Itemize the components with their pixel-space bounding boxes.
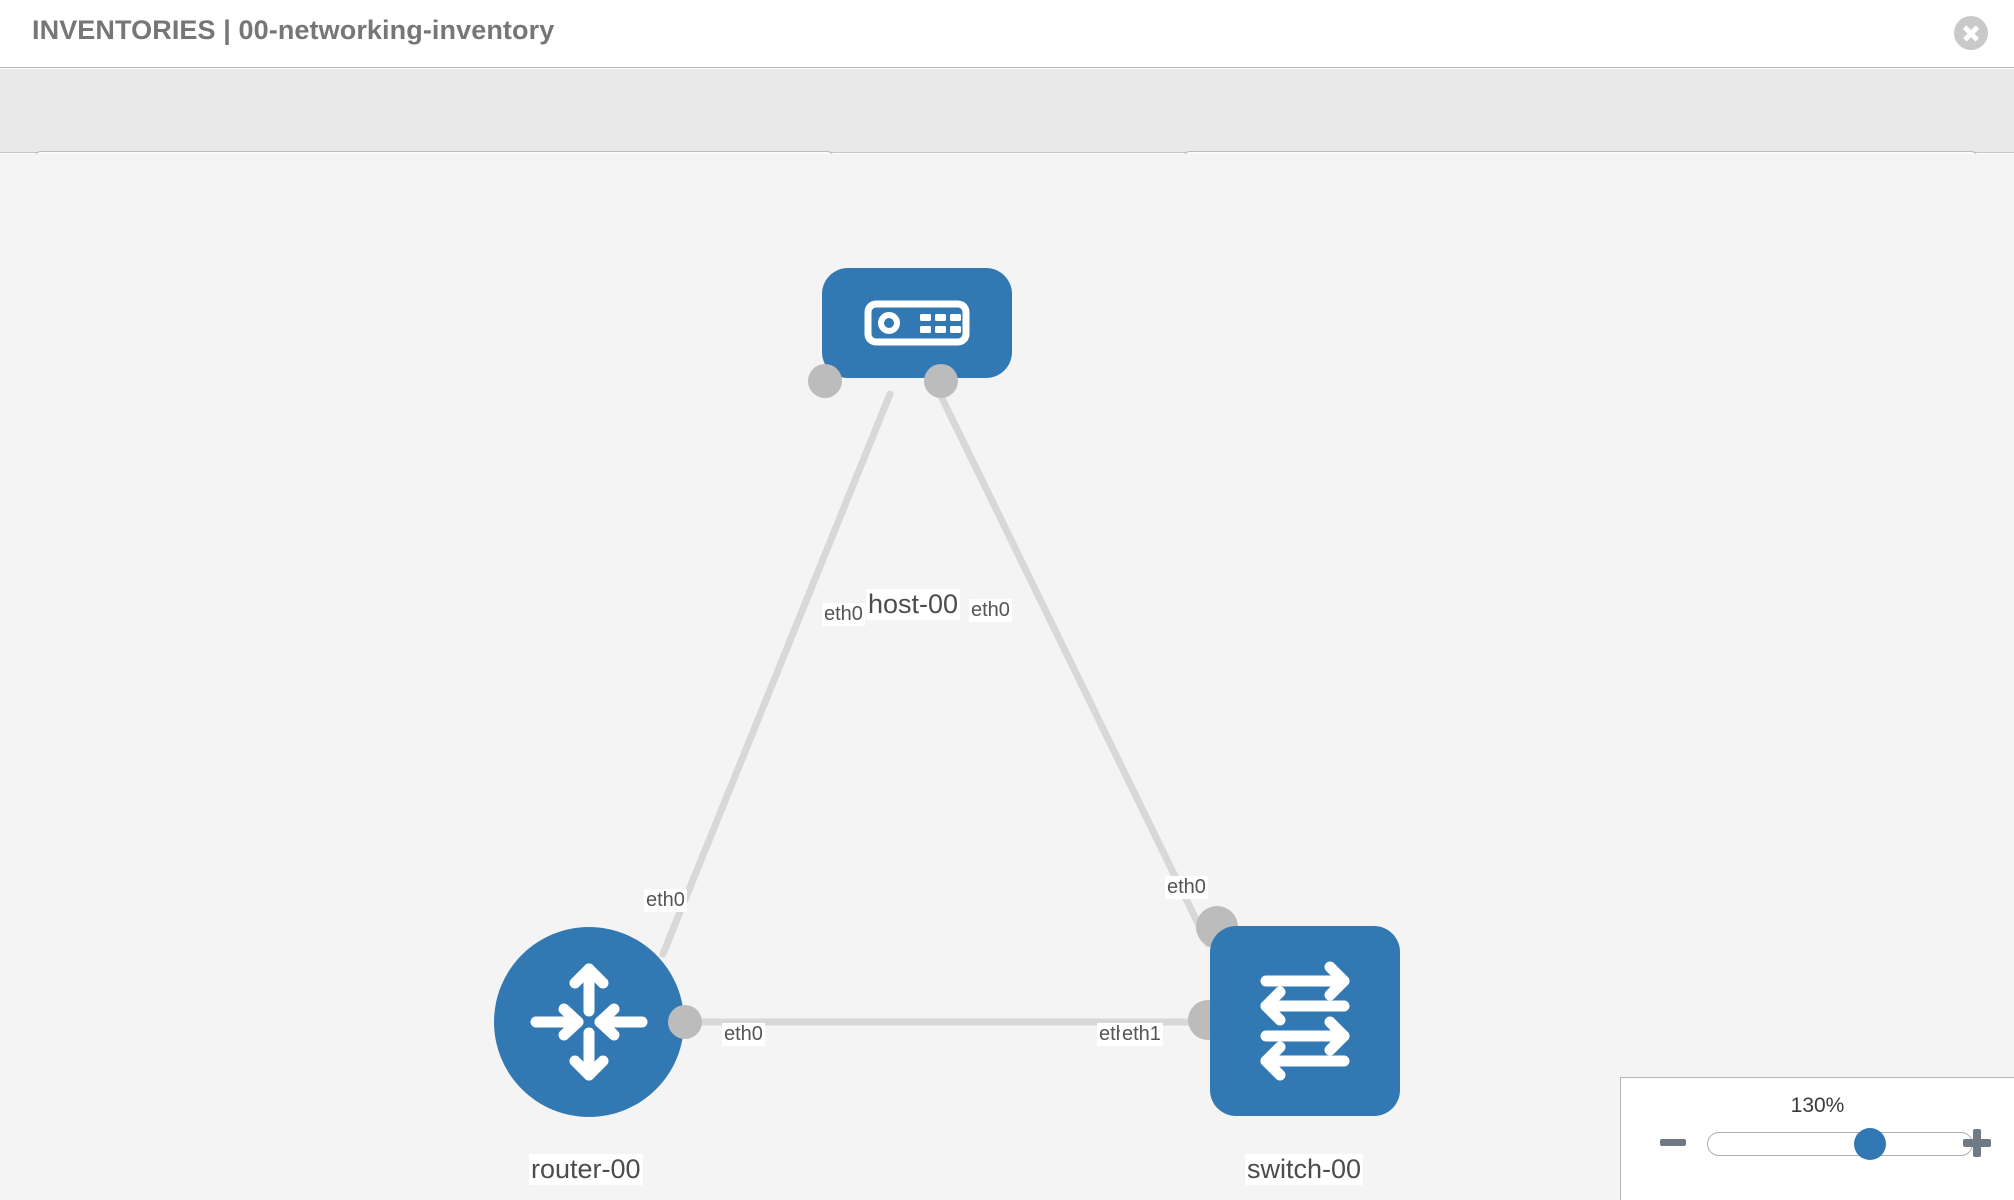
node-label-host-00: host-00 — [866, 589, 961, 620]
node-router-00-shape — [494, 927, 684, 1117]
node-label-switch-00: switch-00 — [1245, 1154, 1364, 1185]
node-host-00-shape — [822, 268, 1012, 378]
minus-icon[interactable] — [1657, 1126, 1691, 1160]
page-title: INVENTORIES | 00-networking-inventory — [32, 15, 555, 45]
node-label-router-00: router-00 — [529, 1154, 643, 1185]
zoom-slider-thumb[interactable] — [1854, 1128, 1887, 1160]
node-switch-00[interactable] — [1188, 906, 1400, 1116]
zoom-slider-track[interactable] — [1707, 1132, 1973, 1156]
iface-label-router-up: eth0 — [644, 889, 687, 912]
topology-edges — [659, 390, 1219, 1026]
plus-icon[interactable] — [1960, 1126, 1994, 1160]
close-icon[interactable] — [1954, 16, 1988, 50]
iface-label-switch-left-eth1: eth1 — [1120, 1023, 1163, 1046]
topology-canvas[interactable]: eth0 eth0 eth0 eth0 eth0 eth0 eth1 host-… — [0, 154, 2014, 1200]
zoom-control-panel: 130% — [1620, 1077, 2014, 1200]
edge-host-router — [659, 390, 894, 958]
zoom-level-value: 130% — [1790, 1094, 1845, 1117]
switch-arrows-icon — [1260, 961, 1350, 1081]
edge-host-switch — [936, 390, 1212, 948]
node-router-00-port-right[interactable] — [668, 1005, 702, 1039]
toolbar: ACTIONS SEARCH — [0, 69, 2014, 201]
node-switch-00-shape — [1210, 926, 1400, 1116]
node-host-00-port-left[interactable] — [808, 364, 842, 398]
iface-label-router-right: eth0 — [722, 1023, 765, 1046]
server-icon — [864, 300, 970, 346]
iface-label-switch-up: eth0 — [1165, 876, 1208, 899]
node-router-00[interactable] — [494, 927, 702, 1117]
iface-label-host-right: eth0 — [969, 599, 1012, 622]
node-host-00-port-right[interactable] — [924, 364, 958, 398]
iface-label-host-left: eth0 — [822, 603, 865, 626]
page-header: INVENTORIES | 00-networking-inventory — [0, 0, 2014, 68]
router-arrows-icon — [530, 963, 648, 1081]
node-host-00[interactable] — [808, 268, 1012, 398]
